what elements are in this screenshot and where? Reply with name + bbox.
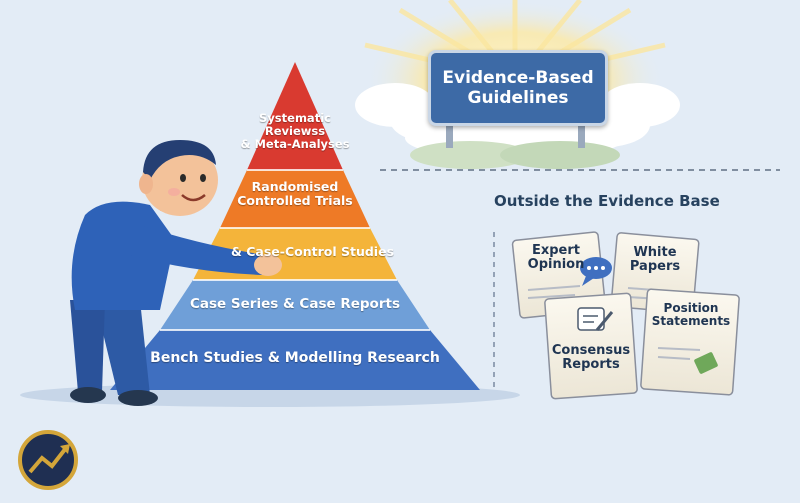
sign-line-2: Guidelines <box>467 88 569 108</box>
guidelines-sign: Evidence-Based Guidelines <box>428 50 608 126</box>
tier-5-label: Bench Studies & Modelling Research <box>150 350 440 366</box>
person-illustration <box>70 140 282 406</box>
consensus-reports-label: Consensus Reports <box>551 343 631 373</box>
logo-badge <box>18 430 78 490</box>
pyramid-tier-2 <box>220 170 370 228</box>
sign-posts <box>446 118 585 148</box>
expert-opinion-label: Expert Opinion <box>527 243 585 273</box>
tier-4-label: Case Series & Case Reports <box>190 296 400 312</box>
tier-2-label: Randomised Controlled Trials <box>237 179 353 209</box>
tier-3-label: & Case-Control Studies <box>230 244 395 259</box>
tier-1-label: Systematic Reviewss & Meta-Analyses <box>240 111 350 152</box>
white-papers-label: White Papers <box>629 245 681 275</box>
position-statements-label: Position Statements <box>651 301 731 329</box>
document-position-statements <box>640 288 740 396</box>
evidence-pyramid <box>110 62 480 390</box>
speech-bubble-icon <box>580 257 612 286</box>
pyramid-tier-5 <box>110 330 480 390</box>
outside-evidence-heading: Outside the Evidence Base <box>494 192 720 210</box>
pyramid-tier-1 <box>247 62 343 170</box>
sign-line-1: Evidence-Based <box>442 67 594 88</box>
document-consensus-reports <box>544 292 638 400</box>
pyramid-tier-4 <box>160 280 430 330</box>
